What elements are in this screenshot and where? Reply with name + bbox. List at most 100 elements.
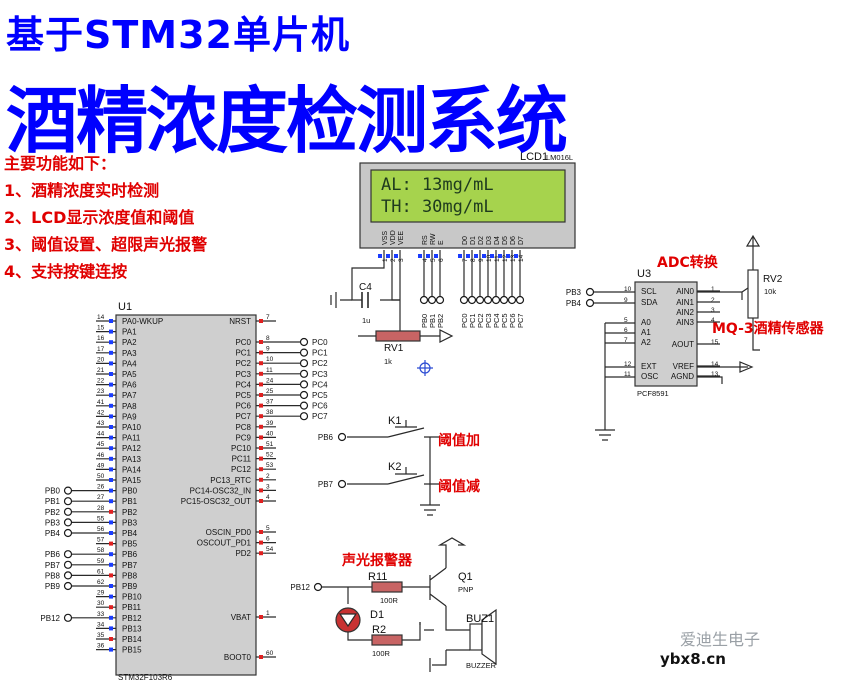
pin-state-marker bbox=[386, 254, 390, 258]
lcd-pin-number: 4 bbox=[422, 258, 429, 262]
mcu-pin-number: 29 bbox=[97, 590, 105, 597]
d1-ref-label: D1 bbox=[370, 609, 384, 621]
pin-state-marker bbox=[482, 254, 486, 258]
mcu-pin-number: 4 bbox=[266, 494, 270, 501]
k1-terminal-label: PB6 bbox=[318, 433, 334, 442]
mcu-pin-name: PC9 bbox=[235, 433, 251, 442]
adc-pin-name: AIN0 bbox=[676, 287, 694, 296]
pin-state-marker bbox=[109, 403, 113, 408]
k2-terminal-icon bbox=[337, 479, 347, 489]
mcu-pin-number: 27 bbox=[97, 494, 105, 501]
resistor-r11-icon bbox=[371, 581, 403, 593]
adc-pin-name: EXT bbox=[641, 362, 657, 371]
pc-terminal-icon bbox=[299, 380, 309, 389]
pc-terminal-label: PC6 bbox=[312, 402, 328, 411]
annotation-threshold-up: 阈值加 bbox=[438, 433, 480, 449]
r11-ref-label: R11 bbox=[368, 571, 387, 583]
lcd-pin-label: VDD bbox=[390, 230, 397, 245]
mcu-pin-name: PB12 bbox=[122, 614, 142, 623]
lcd-line1: AL: 13mg/mL bbox=[381, 175, 494, 195]
rv2-value-label: 10k bbox=[764, 287, 776, 296]
title-line2: 酒精浓度检测系统 bbox=[6, 79, 568, 163]
potentiometer-rv1-icon bbox=[375, 330, 421, 342]
pin-state-marker bbox=[109, 594, 113, 599]
pin-state-marker bbox=[109, 562, 113, 567]
mcu-pin-name: PC2 bbox=[235, 359, 251, 368]
pb-terminal-label: PB7 bbox=[45, 561, 61, 570]
mcu-pin-name: PC1 bbox=[235, 349, 251, 358]
pin-state-marker bbox=[109, 382, 113, 387]
lcd-pin-number: 8 bbox=[470, 258, 477, 262]
adc-pin-number: 15 bbox=[711, 339, 719, 346]
mcu-pin-name: PB14 bbox=[122, 635, 142, 644]
pin-state-marker bbox=[259, 655, 263, 659]
buz-type-label: BUZZER bbox=[466, 661, 497, 670]
mcu-pin-number: 23 bbox=[97, 388, 105, 395]
feature-item: 3、阈值设置、超限声光报警 bbox=[4, 235, 208, 254]
mcu-pin-number: 49 bbox=[97, 462, 105, 469]
lcd-bus-terminal-icon bbox=[419, 295, 429, 305]
mcu-pin-number: 28 bbox=[97, 505, 105, 512]
lcd-bus-label: PC2 bbox=[476, 313, 485, 328]
lcd-display: AL: 13mg/mL TH: 30mg/mL bbox=[373, 172, 563, 220]
adc-pin-number: 13 bbox=[711, 371, 719, 378]
pin-state-marker bbox=[259, 551, 263, 556]
pin-state-marker bbox=[109, 425, 113, 429]
mcu-pin-number: 14 bbox=[97, 314, 105, 321]
resistor-r2-icon bbox=[371, 634, 403, 646]
buzzer-icon bbox=[481, 608, 497, 666]
mcu-pin-number: 36 bbox=[97, 643, 105, 650]
adc-model-label: PCF8591 bbox=[637, 389, 669, 398]
mcu-pin-name: PB15 bbox=[122, 646, 142, 655]
adc-body bbox=[634, 281, 698, 387]
mcu-pin-number: 46 bbox=[97, 452, 105, 459]
mcu-pin-number: 3 bbox=[266, 483, 270, 490]
mcu-pin-number: 51 bbox=[266, 441, 274, 448]
pb-terminal-label: PB2 bbox=[45, 508, 61, 517]
pin-state-marker bbox=[259, 530, 263, 534]
pin-state-marker bbox=[458, 254, 462, 258]
mcu-pin-number: 5 bbox=[266, 525, 270, 532]
mcu-pin-name: PC15-OSC32_OUT bbox=[181, 497, 251, 506]
mcu-pin-name: PA4 bbox=[122, 359, 137, 368]
adc-terminal-icon bbox=[585, 287, 595, 297]
lcd-pin-label: VEE bbox=[398, 231, 405, 245]
mcu-pin-name: PB13 bbox=[122, 624, 142, 633]
k1-terminal-icon bbox=[337, 432, 347, 442]
mcu-pin-number: 9 bbox=[266, 346, 270, 353]
k2-terminal-label: PB7 bbox=[318, 480, 334, 489]
adc-pin-name: A1 bbox=[641, 328, 651, 337]
mcu-pin-name: PA5 bbox=[122, 370, 137, 379]
mcu-pin-number: 60 bbox=[266, 650, 274, 657]
lcd-pin-number: 1 bbox=[382, 258, 389, 262]
pin-state-marker bbox=[506, 254, 510, 258]
mcu-pin-name: BOOT0 bbox=[224, 653, 252, 662]
pb-terminal-label: PB9 bbox=[45, 582, 61, 591]
adc-pin-name: AOUT bbox=[672, 340, 694, 349]
mcu-pin-name: PC5 bbox=[235, 391, 251, 400]
lcd-pin-number: 7 bbox=[462, 258, 469, 262]
mcu-ref-label: U1 bbox=[118, 301, 132, 313]
lcd-bus-terminal-icon bbox=[499, 295, 509, 305]
lcd-bus-terminal-icon bbox=[467, 295, 477, 305]
adc-pin-name: A2 bbox=[641, 338, 651, 347]
mcu-pin-name: PB3 bbox=[122, 518, 138, 527]
title-line1: 基于STM32单片机 bbox=[6, 13, 350, 57]
mcu-pin-name: PC3 bbox=[235, 370, 251, 379]
adc-pin-name: SDA bbox=[641, 298, 658, 307]
mcu-pin-number: 21 bbox=[97, 367, 105, 374]
lcd-bus-terminal-icon bbox=[507, 295, 517, 305]
pin-state-marker bbox=[109, 319, 113, 323]
pb-terminal-icon bbox=[63, 528, 73, 538]
mcu-pin-number: 22 bbox=[97, 378, 105, 385]
mcu-pin-name: PA15 bbox=[122, 476, 142, 485]
mcu-pin-name: PB6 bbox=[122, 550, 138, 559]
pin-state-marker bbox=[259, 382, 263, 387]
adc-terminal-label: PB4 bbox=[566, 299, 582, 308]
mcu-pin-name: OSCOUT_PD1 bbox=[197, 539, 252, 548]
mcu-pin-number: 6 bbox=[266, 536, 270, 543]
adc-pin-name: OSC bbox=[641, 372, 659, 381]
pin-state-marker bbox=[434, 254, 438, 258]
